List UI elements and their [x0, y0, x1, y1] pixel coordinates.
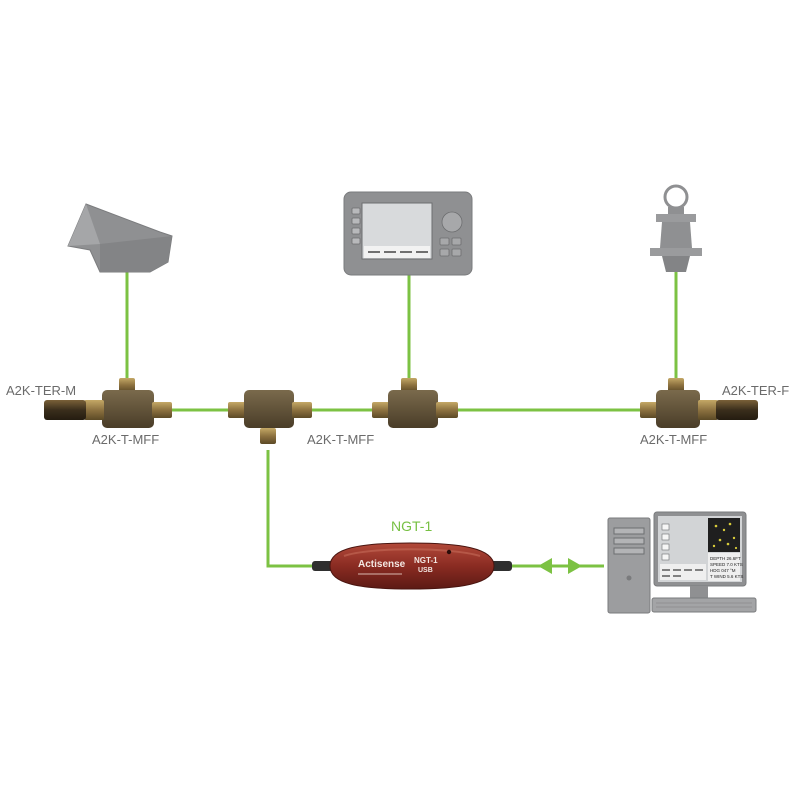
- transducer-device: [67, 203, 173, 273]
- label-tee-1: A2K-T-MFF: [92, 432, 160, 447]
- pc-screen-line4: T WIND 5.6 KTS: [710, 574, 743, 579]
- usb-arrows: [538, 558, 582, 574]
- chartplotter-device: [343, 191, 473, 276]
- chartplotter-buttons: [439, 211, 463, 257]
- thru-hull-sensor-device: [650, 184, 702, 272]
- sensor-ring: [663, 184, 689, 210]
- ngt1-housing: [329, 542, 495, 590]
- pc-workstation: DEPTH 26.6FT SPEED 7.0 KTS HDG 047 °M T …: [607, 511, 757, 614]
- chartplotter-softkeys: [351, 207, 361, 245]
- ngt1-brand: Actisense: [358, 559, 406, 570]
- terminator-female: [716, 400, 758, 420]
- label-terminator-male: A2K-TER-M: [6, 383, 77, 398]
- label-tee-2: A2K-T-MFF: [307, 432, 375, 447]
- ngt1-model: NGT-1: [414, 556, 438, 565]
- terminator-male: [44, 400, 86, 420]
- tee-connector-1: [84, 378, 172, 428]
- arrow-left-icon: [538, 558, 552, 574]
- label-gateway: NGT-1: [391, 518, 433, 534]
- label-terminator-female: A2K-TER-F: [722, 383, 790, 398]
- pc-screen-line3: HDG 047 °M: [710, 568, 736, 573]
- cables: [125, 272, 678, 568]
- label-tee-3: A2K-T-MFF: [640, 432, 708, 447]
- tee-connector-gateway: [228, 390, 312, 444]
- sensor-body: [660, 222, 692, 248]
- pc-screen-line1: DEPTH 26.6FT: [710, 556, 741, 561]
- ngt1-interface: USB: [418, 567, 433, 574]
- ngt1-gateway-device: Actisense NGT-1 USB: [312, 542, 512, 590]
- tee-connector-2: [372, 378, 458, 428]
- pc-screen-line2: SPEED 7.0 KTS: [710, 562, 743, 567]
- pc-keyboard: [651, 597, 757, 613]
- arrow-right-icon: [568, 558, 582, 574]
- cable-gateway-drop: [266, 450, 318, 568]
- tee-connector-3: [640, 378, 718, 428]
